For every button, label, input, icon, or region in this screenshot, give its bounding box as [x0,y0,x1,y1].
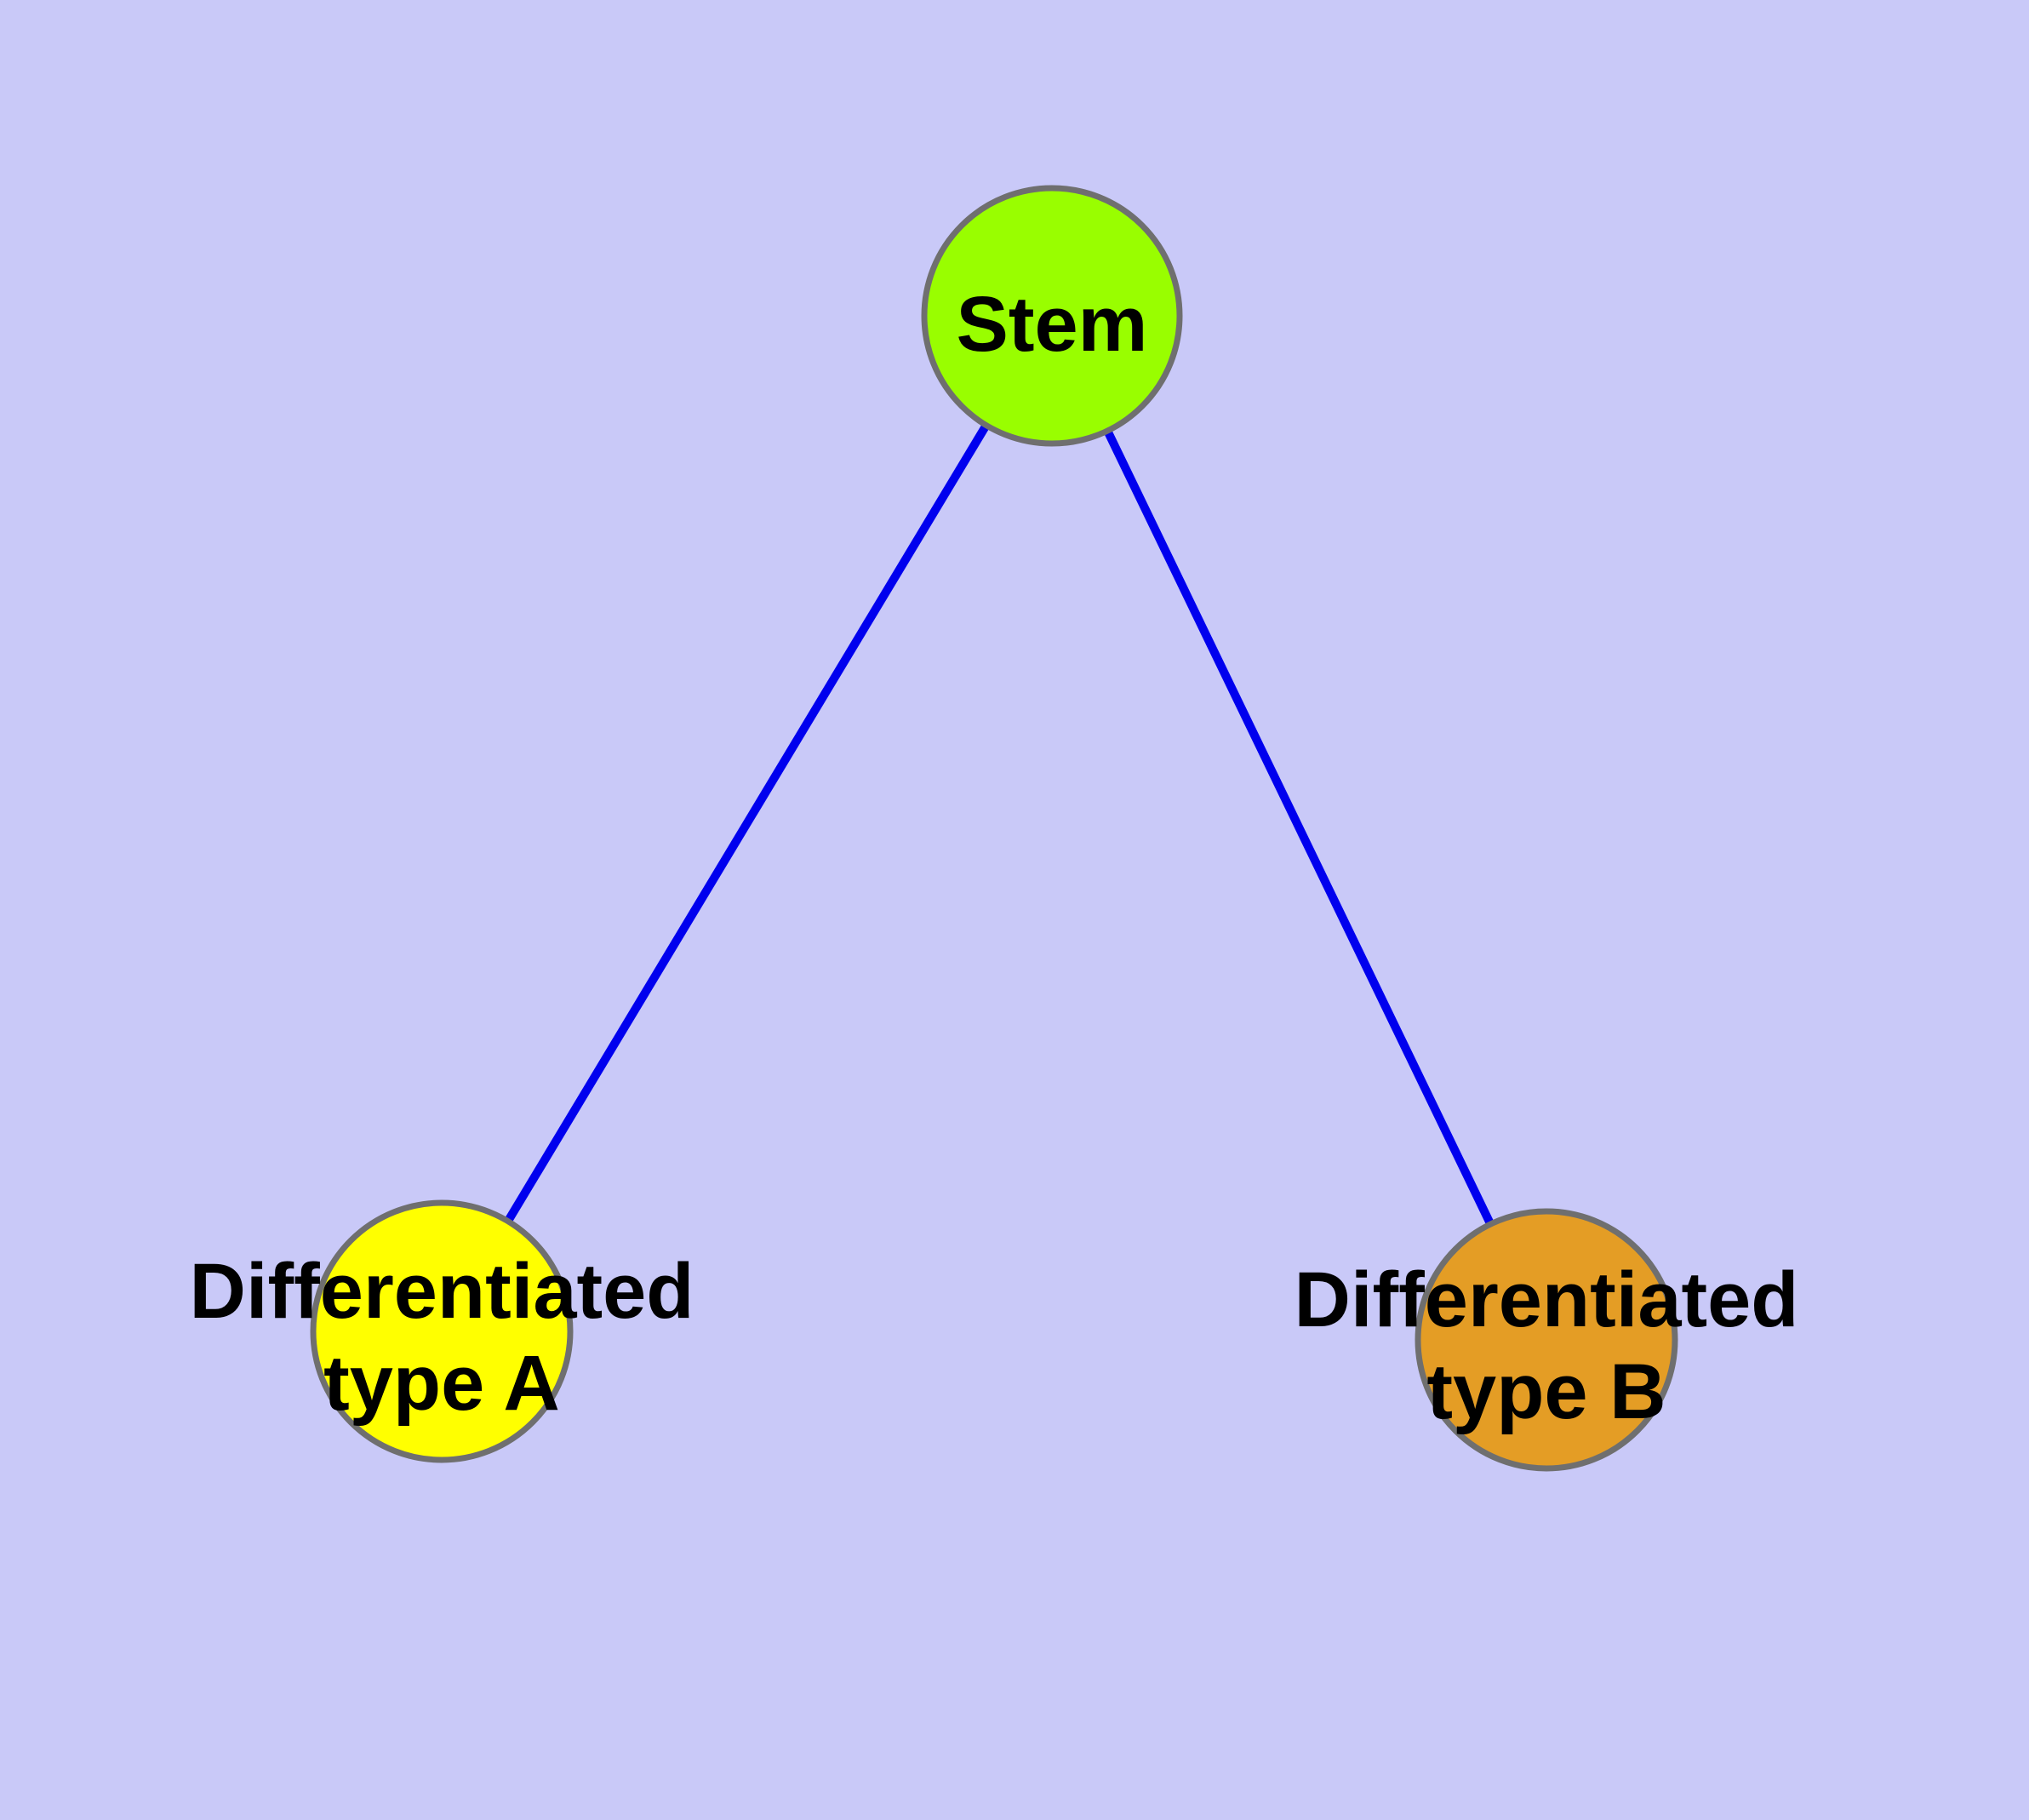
node-stem-circle[interactable] [921,185,1183,447]
node-type-a-label-line1: Differentiated [190,1248,694,1335]
node-type-b-label-line1: Differentiated [1295,1256,1799,1343]
node-type-a-circle[interactable] [310,1199,574,1463]
node-stem-label: Stem [957,281,1148,368]
node-type-b-label-line2: type B [1426,1348,1666,1435]
node-type-a-label-line2: type A [323,1340,560,1427]
node-type-b-circle[interactable] [1415,1208,1678,1472]
edge-stem-to-type-b [1048,313,1551,1342]
edge-stem-to-type-a [437,313,1056,1334]
